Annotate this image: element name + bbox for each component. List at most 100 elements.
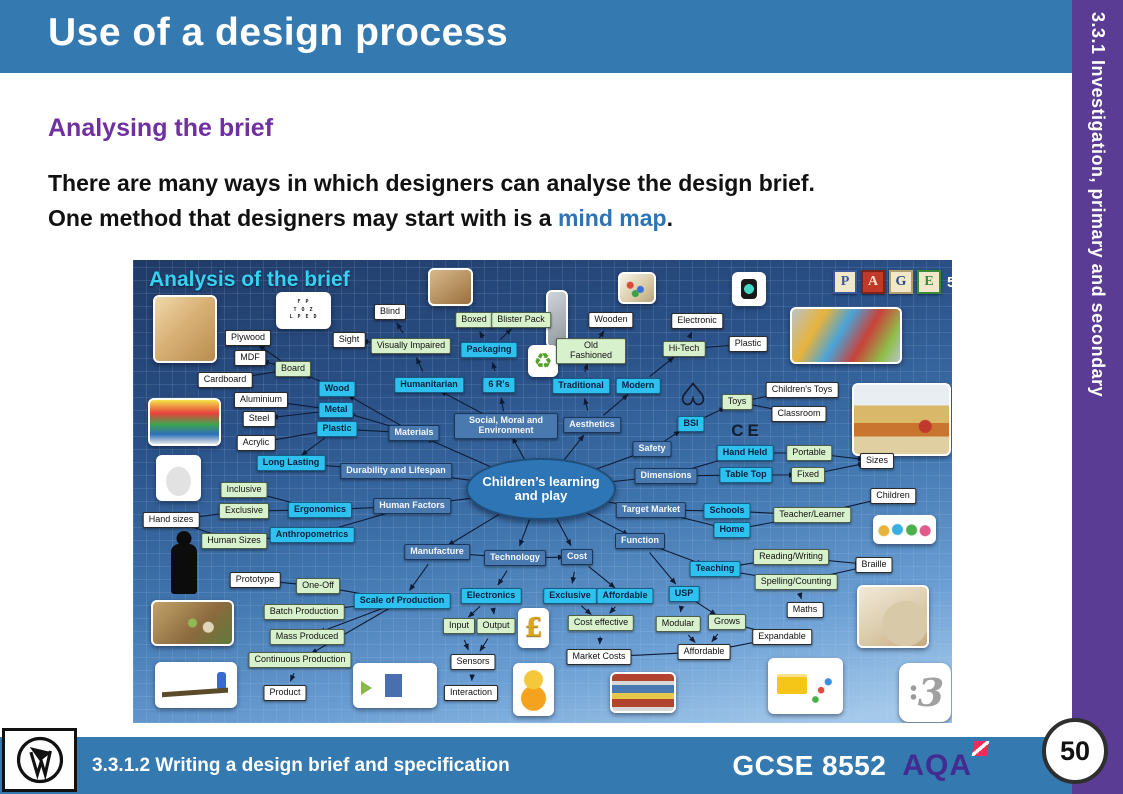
footer-reference: 3.3.1.2 Writing a design brief and speci… bbox=[92, 754, 510, 776]
mindmap-node-batch-production: Batch Production bbox=[263, 604, 345, 620]
mindmap-node-function: Function bbox=[615, 533, 665, 549]
mindmap-node-continuous-production: Continuous Production bbox=[248, 652, 352, 668]
mindmap-node-long-lasting: Long Lasting bbox=[256, 455, 326, 471]
b3-logo-image: 3 bbox=[899, 663, 951, 722]
footer-bar: 3.3.1.2 Writing a design brief and speci… bbox=[0, 737, 1072, 794]
mindmap-node-output: Output bbox=[476, 618, 516, 634]
mindmap-node-plastic-left: Plastic bbox=[316, 421, 358, 437]
open-box-image bbox=[428, 268, 473, 306]
eye-chart-glyph: F P T O Z L P E D bbox=[289, 299, 318, 321]
body-text: There are many ways in which designers c… bbox=[48, 166, 815, 236]
page-number-badge: 50 bbox=[1042, 718, 1108, 784]
mindmap-node-modular: Modular bbox=[655, 616, 701, 632]
shape-sorter-image bbox=[618, 272, 656, 304]
silhouette-image bbox=[171, 544, 197, 594]
bsi-heart-symbol: ♡ bbox=[678, 376, 708, 410]
mindmap-node-scale-production: Scale of Production bbox=[353, 593, 451, 609]
mindmap-node-teacher-learner: Teacher/Learner bbox=[773, 507, 851, 523]
page-block-P: P bbox=[833, 270, 857, 294]
mindmap-node-visually-impaired: Visually Impaired bbox=[370, 338, 452, 354]
mindmap-node-blister-pack: Blister Pack bbox=[491, 312, 551, 328]
mindmap-node-modern: Modern bbox=[615, 378, 661, 394]
header-bar: Use of a design process bbox=[0, 0, 1072, 73]
lion-toy-image bbox=[513, 663, 554, 716]
mindmap-node-prototype: Prototype bbox=[229, 572, 281, 588]
ce-mark-symbol: CE bbox=[729, 420, 765, 442]
mindmap-node-expandable: Expandable bbox=[752, 629, 812, 645]
mindmap-node-ergonomics: Ergonomics bbox=[287, 502, 353, 518]
mindmap-node-market-costs: Market Costs bbox=[566, 649, 632, 665]
mindmap-node-schools: Schools bbox=[703, 503, 751, 519]
mindmap-node-humanitarian: Humanitarian bbox=[394, 377, 464, 393]
mindmap-node-affordable-white: Affordable bbox=[677, 644, 731, 660]
mindmap-node-anthropometrics: Anthropometrics bbox=[269, 527, 355, 543]
mindmap-node-old-fashioned: Old Fashioned bbox=[556, 338, 626, 364]
slide-title: Use of a design process bbox=[48, 11, 509, 54]
sidebar-text: 3.3.1 Investigation, primary and seconda… bbox=[1088, 12, 1108, 398]
mindmap-node-metal: Metal bbox=[318, 402, 354, 418]
mindmap-node-usp: USP bbox=[668, 586, 700, 602]
course-code: GCSE 8552 bbox=[732, 749, 887, 781]
mindmap-node-human-sizes: Human Sizes bbox=[201, 533, 267, 549]
braille-photo-image bbox=[857, 585, 929, 648]
mindmap-node-maths: Maths bbox=[786, 602, 824, 618]
mindmap-node-sme: Social, Moral and Environment bbox=[454, 413, 558, 439]
mindmap-node-hand-sizes: Hand sizes bbox=[142, 512, 200, 528]
page-block-A: A bbox=[861, 270, 885, 294]
mindmap-node-portable: Portable bbox=[786, 445, 832, 461]
pw-logo bbox=[2, 728, 77, 792]
page-blocks-number: 5 bbox=[947, 273, 952, 291]
ce-mark-glyph: CE bbox=[731, 421, 763, 440]
mindmap-node-teaching: Teaching bbox=[689, 561, 741, 577]
mindmap-node-technology: Technology bbox=[484, 550, 546, 566]
mindmap-node-electronics: Electronics bbox=[460, 588, 522, 604]
mindmap-node-hand-held: Hand Held bbox=[716, 445, 774, 461]
mindmap-node-target-market: Target Market bbox=[615, 502, 687, 518]
mindmap-node-packaging: Packaging bbox=[460, 342, 518, 358]
b3-logo-glyph: 3 bbox=[917, 670, 945, 715]
mindmap-node-mass-produced: Mass Produced bbox=[269, 629, 345, 645]
classroom-photo-image bbox=[852, 383, 951, 456]
mind-map-link[interactable]: mind map bbox=[557, 205, 667, 231]
mindmap-node-boxed: Boxed bbox=[455, 312, 493, 328]
mindmap-node-input: Input bbox=[442, 618, 476, 634]
mindmap-node-cost: Cost bbox=[561, 549, 593, 565]
mindmap-node-wooden: Wooden bbox=[588, 312, 634, 328]
mindmap-node-electronic: Electronic bbox=[671, 313, 723, 329]
eye-chart-image: F P T O Z L P E D bbox=[276, 292, 331, 329]
body-line1: There are many ways in which designers c… bbox=[48, 170, 815, 196]
mindmap-node-braille: Braille bbox=[855, 557, 893, 573]
systems-diagram-image bbox=[353, 663, 437, 708]
mindmap-node-plastic-right: Plastic bbox=[728, 336, 768, 352]
aqa-logo-text: AQA bbox=[902, 748, 972, 782]
pound-image: £ bbox=[518, 608, 549, 648]
mindmap-node-exclusive-green: Exclusive bbox=[218, 503, 270, 519]
recycle-image: ♻ bbox=[528, 345, 558, 377]
mindmap-node-children: Children bbox=[870, 488, 916, 504]
mindmap-node-wood: Wood bbox=[318, 381, 356, 397]
pound-glyph: £ bbox=[524, 613, 543, 643]
mindmap-node-reading-writing: Reading/Writing bbox=[753, 549, 829, 565]
mindmap-node-childrens-toys: Children's Toys bbox=[765, 382, 839, 398]
mindmap-node-sight: Sight bbox=[332, 332, 366, 348]
mindmap-node-sensors: Sensors bbox=[450, 654, 496, 670]
mindmap-node-dimensions: Dimensions bbox=[634, 468, 698, 484]
smartwatch-image bbox=[732, 272, 766, 306]
body-line2: One method that designers may start with… bbox=[48, 205, 558, 231]
mindmap-node-blind: Blind bbox=[373, 304, 407, 320]
mindmap-node-board: Board bbox=[274, 361, 312, 377]
body-suffix: . bbox=[666, 205, 673, 231]
bsi-heart-glyph: ♡ bbox=[679, 376, 707, 410]
production-line-image bbox=[155, 662, 237, 708]
mindmap-node-cardboard: Cardboard bbox=[197, 372, 253, 388]
mindmap-node-traditional: Traditional bbox=[552, 378, 610, 394]
board-game-image bbox=[151, 600, 234, 646]
mindmap-title: Analysis of the brief bbox=[149, 268, 350, 291]
recycle-glyph: ♻ bbox=[533, 349, 553, 373]
mindmap-node-exclusive-cyan: Exclusive bbox=[543, 588, 597, 604]
mindmap-node-table-top: Table Top bbox=[719, 467, 773, 483]
page-number: 50 bbox=[1059, 735, 1091, 766]
mindmap-node-fixed: Fixed bbox=[790, 467, 826, 483]
mindmap-node-plywood: Plywood bbox=[224, 330, 272, 346]
